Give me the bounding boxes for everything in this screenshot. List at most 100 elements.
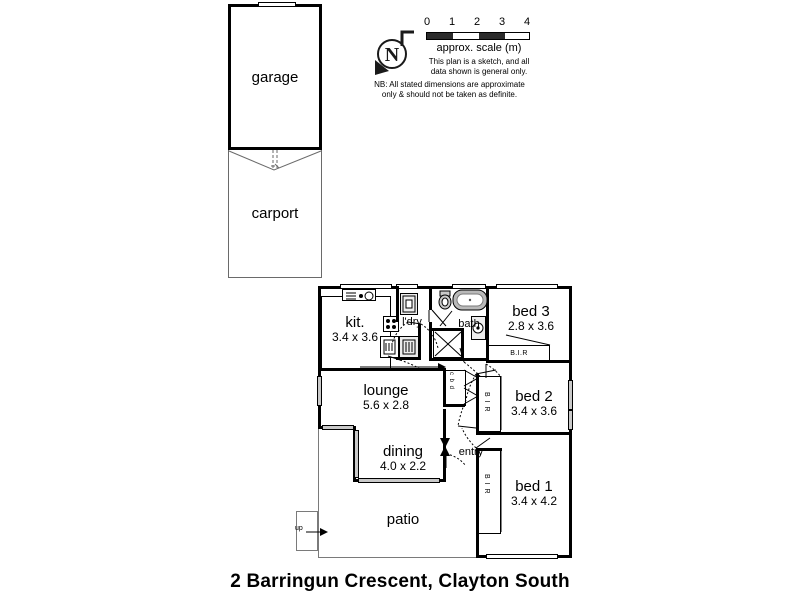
window-dining-horiz [358, 478, 440, 483]
kitchen-entry-arrow [360, 363, 446, 371]
bed1-dim: 3.4 x 4.2 [510, 494, 558, 509]
bir-bed1-door-swing [500, 450, 502, 532]
kitchen-sink-icon [342, 289, 376, 301]
wall-bath-bottom [429, 358, 489, 361]
bir-bed2-door-swing [500, 376, 502, 430]
room-label-bed1: bed 1 3.4 x 4.2 [496, 478, 572, 509]
toilet-icon [438, 290, 452, 310]
oven-icon [380, 336, 399, 358]
kitchen-dim: 3.4 x 3.6 [331, 330, 379, 345]
room-label-lounge: lounge 5.6 x 2.8 [332, 382, 440, 413]
house-wall-top [318, 286, 572, 289]
garage-name: garage [251, 69, 299, 86]
wall-bed2-bottom [476, 432, 572, 435]
bath-name: bath [458, 318, 480, 330]
wall-toilet-divider [429, 322, 432, 361]
svg-text:N: N [385, 44, 400, 66]
bir-bed3-door-swing [505, 334, 551, 346]
room-label-bed3: bed 3 2.8 x 3.6 [490, 303, 572, 334]
scale-ticks: 0 1 2 3 4 [424, 16, 546, 30]
window-dining-vert [354, 430, 359, 478]
patio-wall-bottom [318, 557, 543, 558]
vanity-basin-icon [471, 316, 486, 340]
door-swings [387, 309, 501, 468]
note-line-1: NB: All stated dimensions are approximat… [374, 80, 525, 89]
kitchen-name: kit. [345, 314, 365, 331]
laundry-name: l'dry [402, 316, 422, 328]
bathtub-icon [452, 289, 488, 311]
page-title: 2 Barringun Crescent, Clayton South [230, 571, 570, 592]
bir-bed2-label: B I R [483, 392, 490, 413]
legend-block: N 0 1 2 3 4 approx. scale (m) This plan … [372, 16, 547, 99]
garage-wall-right [319, 4, 322, 150]
scale-bar-seg-3 [479, 33, 505, 39]
carport-block: carport [228, 150, 322, 278]
entry-direction-arrows [440, 438, 450, 456]
lounge-dim: 5.6 x 2.8 [362, 398, 410, 413]
wall-bed2-left [476, 374, 479, 434]
note-line-2: only & should not be taken as definite. [381, 90, 518, 99]
scale-tick-1: 1 [449, 16, 456, 28]
wall-lounge-right [443, 368, 446, 406]
window-bath [452, 284, 486, 289]
bed1-name: bed 1 [515, 478, 553, 495]
scale-tick-0: 0 [424, 16, 431, 28]
house-floorplan: B.I.R c b d B I R B I R [295, 278, 575, 563]
garage-wall-left [228, 4, 231, 150]
bed2-name: bed 2 [515, 388, 553, 405]
scale-tick-4: 4 [524, 16, 531, 28]
room-label-bed2: bed 2 3.4 x 3.6 [496, 388, 572, 419]
scale-bar [426, 32, 530, 40]
patio-step-box [296, 511, 318, 551]
garage-label-group: garage [228, 69, 322, 86]
window-bed3-top [496, 284, 558, 289]
dining-name: dining [382, 443, 424, 460]
scale-tick-3: 3 [499, 16, 506, 28]
wall-kitchen-laundry [396, 286, 399, 322]
bir-bed3-box [488, 345, 550, 361]
disclaimer-line-1: This plan is a sketch, and all [428, 57, 530, 66]
up-arrow-icon [306, 528, 328, 536]
bir-bed1-label: B I R [483, 474, 490, 495]
room-label-laundry: l'dry [396, 316, 428, 329]
wall-bed1-left [476, 448, 479, 558]
window-lounge-bay [322, 425, 354, 430]
cupboard-box [446, 370, 466, 406]
window-kitchen [340, 284, 392, 289]
bir-bed3-label: B.I.R [510, 350, 528, 357]
wall-kitchen-lounge [318, 368, 446, 371]
garage-door-window [258, 2, 296, 7]
disclaimer-line-2: data shown is general only. [430, 67, 528, 76]
room-label-bath: bath [450, 318, 488, 331]
room-label-dining: dining 4.0 x 2.2 [362, 443, 444, 474]
carport-label-group: carport [228, 205, 322, 222]
window-bed2-right [568, 380, 573, 410]
wall-laundry-right [418, 324, 421, 360]
room-label-kitchen: kit. 3.4 x 3.6 [320, 314, 390, 345]
room-label-entry: entry [448, 446, 494, 459]
wall-shower-top [432, 328, 464, 331]
garage-wall-bottom [228, 147, 322, 150]
lounge-name: lounge [363, 382, 409, 399]
wall-bed1-top [476, 448, 502, 451]
washing-machine-icon [400, 293, 418, 315]
carport-opening-lines [228, 150, 322, 171]
wall-shower-right [461, 328, 464, 361]
window-bed2-right-b [568, 410, 573, 430]
carport-wall-right [321, 150, 322, 278]
cooktop-icon [383, 316, 399, 332]
dining-dim: 4.0 x 2.2 [379, 459, 427, 474]
room-label-patio: patio [362, 511, 444, 528]
scale-bar-seg-1 [427, 33, 453, 39]
carport-wall-bottom [228, 277, 322, 278]
window-lounge-left [317, 376, 322, 406]
cupboard-label: c b d [448, 372, 454, 391]
bed3-dim: 2.8 x 3.6 [507, 319, 555, 334]
up-marker-label: up [295, 525, 303, 532]
scale-caption: approx. scale (m) [436, 42, 522, 54]
wall-bath-right [486, 286, 489, 362]
bed2-dim: 3.4 x 3.6 [510, 404, 558, 419]
wall-bed3-bottom [486, 360, 572, 363]
garage-block: garage [228, 2, 322, 150]
wall-bath-left [429, 286, 432, 310]
